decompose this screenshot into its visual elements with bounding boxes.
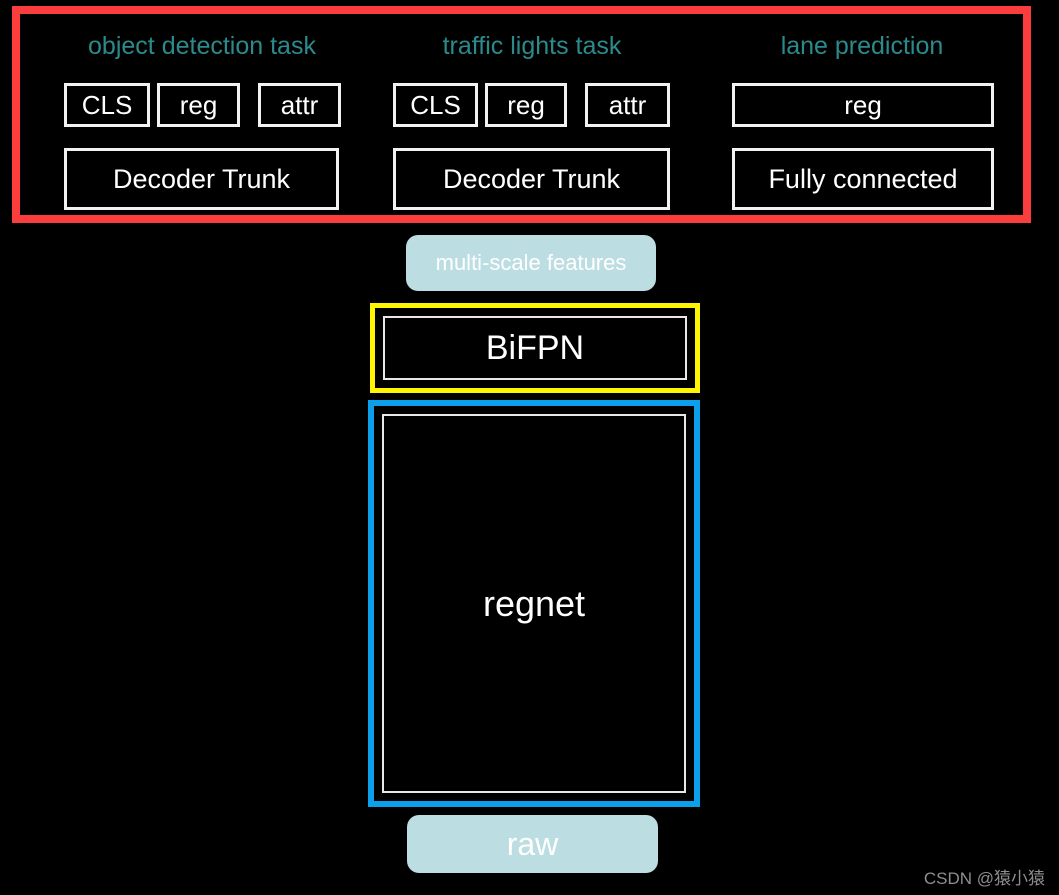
head-box-traffic-lights-reg: reg bbox=[485, 83, 567, 127]
decoder-trunk-object-detection: Decoder Trunk bbox=[64, 148, 339, 210]
head-box-object-detection-cls: CLS bbox=[64, 83, 150, 127]
decoder-trunk-traffic-lights: Decoder Trunk bbox=[393, 148, 670, 210]
regnet-block: regnet bbox=[368, 400, 700, 807]
raw-input-pill: raw bbox=[407, 815, 658, 873]
bifpn-block: BiFPN bbox=[370, 303, 700, 393]
regnet-inner-frame: regnet bbox=[382, 414, 686, 793]
bifpn-label: BiFPN bbox=[485, 328, 585, 367]
task-title-object-detection: object detection task bbox=[88, 32, 316, 60]
head-box-lane-prediction-reg: reg bbox=[732, 83, 994, 127]
task-title-traffic-lights: traffic lights task bbox=[442, 32, 622, 60]
watermark-text: CSDN @猿小猿 bbox=[923, 869, 1045, 888]
bifpn-inner-frame: BiFPN bbox=[383, 316, 687, 380]
multi-scale-features-pill: multi-scale features bbox=[406, 235, 656, 291]
task-title-lane-prediction: lane prediction bbox=[780, 32, 944, 60]
head-box-object-detection-attr: attr bbox=[258, 83, 341, 127]
fully-connected-lane-prediction: Fully connected bbox=[732, 148, 994, 210]
regnet-label: regnet bbox=[482, 582, 586, 624]
head-box-traffic-lights-attr: attr bbox=[585, 83, 670, 127]
head-box-traffic-lights-cls: CLS bbox=[393, 83, 478, 127]
head-box-object-detection-reg: reg bbox=[157, 83, 240, 127]
